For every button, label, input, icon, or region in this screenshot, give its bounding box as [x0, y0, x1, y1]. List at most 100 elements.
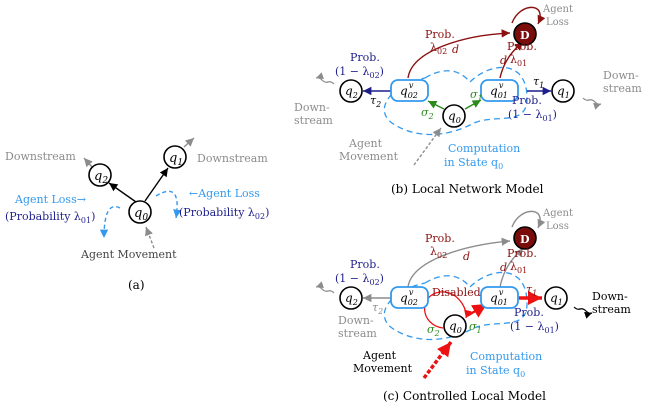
prob-1ml02-b-1: Prob.: [350, 51, 380, 64]
downstream-right-b-1: Down-: [603, 69, 639, 82]
downstream-right-c-1: Down-: [592, 290, 628, 303]
prob-1ml01-c-2: (1 − λ01): [510, 320, 559, 335]
d-right-b: d: [500, 54, 507, 67]
node-q2-c: [339, 286, 363, 310]
tau1-c: τ1: [526, 283, 537, 298]
loss-left-line2: (Probability λ01): [5, 210, 95, 225]
disabled-label: Disabled: [432, 286, 481, 299]
downstream-squiggle-left-c: [315, 281, 335, 294]
panel-c: D q02v q01v q0 q2 q1 Agent Loss Prob. λ0…: [315, 208, 631, 403]
sigma2-c: σ2: [427, 323, 440, 338]
loss-arrow-right: [155, 190, 182, 219]
node-q01v-c: [480, 286, 519, 309]
node-d: [513, 22, 537, 46]
edge-q02-d-c: [407, 237, 511, 288]
node-q0: [128, 200, 152, 224]
node-q0-c: [443, 314, 467, 338]
edge-d-self-loop-c: [511, 210, 546, 229]
loss-arrow-left: [99, 206, 121, 239]
downstream-squiggle-right-c: [573, 306, 593, 319]
agent-loss-b-1: Agent: [542, 4, 573, 15]
prob-1ml02-b-2: (1 − λ02): [335, 65, 384, 80]
prob-l02-c-2: λ02: [430, 245, 447, 260]
edge-q2-downstream: [83, 157, 93, 168]
loss-right-line2: (Probability λ02): [179, 206, 269, 221]
agent-movement-label: Agent Movement: [80, 248, 177, 261]
downstream-left-label: Downstream: [5, 150, 76, 163]
node-q1-label: q1: [169, 151, 183, 168]
node-q01v: [480, 79, 519, 102]
panel-b: D q02v q01v q0 q2 q1 Agent Loss Prob. λ0…: [294, 4, 642, 196]
disabled-loop: [423, 291, 472, 329]
node-q2-b: [339, 79, 363, 103]
agent-movement-c-1: Agent: [362, 349, 397, 362]
caption-c: (c) Controlled Local Model: [383, 389, 546, 403]
prob-l01-c-1: Prob.: [507, 247, 537, 260]
caption-a: (a): [128, 278, 145, 292]
downstream-left-c-1: Down-: [338, 314, 374, 327]
downstream-right-c-2: stream: [592, 303, 631, 316]
prob-1ml02-c-2: (1 − λ02): [335, 272, 384, 287]
panel-a: q0 q1 q2 Downstream Downstream Agent Los…: [5, 137, 269, 292]
caption-b: (b) Local Network Model: [391, 182, 544, 196]
d-right-c: d: [500, 261, 507, 274]
downstream-right-label: Downstream: [197, 152, 268, 165]
computation-b-1: Computation: [448, 142, 520, 155]
sigma1-b: σ1: [470, 88, 483, 103]
computation-c-1: Computation: [470, 350, 542, 363]
sigma2-b: σ2: [421, 106, 434, 121]
tau2-b: τ2: [370, 94, 381, 109]
prob-l01-c-2: λ01: [510, 260, 527, 275]
node-q0-label: q0: [134, 206, 148, 223]
downstream-squiggle-right: [582, 97, 602, 110]
node-q2-label: q2: [94, 169, 108, 186]
prob-l01-b-1: Prob.: [507, 40, 537, 53]
d-left-c: d: [463, 250, 470, 263]
agent-movement-arrow-c: [422, 340, 453, 380]
edge-q0-q02: [427, 100, 445, 110]
loss-left-line1: Agent Loss→: [14, 193, 86, 206]
node-q1-b: [551, 79, 575, 103]
loss-right-line1: ←Agent Loss: [189, 187, 260, 200]
prob-1ml01-b-1: Prob.: [512, 94, 542, 107]
agent-movement-b-1: Agent: [348, 137, 383, 150]
computation-b-2: in State q0: [444, 156, 503, 171]
node-d-c-label: D: [520, 233, 530, 246]
sigma1-c: σ1: [469, 320, 482, 335]
node-q02v: [390, 79, 429, 102]
agent-loss-b-2: Loss: [546, 17, 569, 28]
edge-q0-q01: [464, 99, 482, 110]
downstream-left-b-1: Down-: [294, 101, 330, 114]
prob-l02-b-1: Prob.: [425, 28, 455, 41]
node-q2: [88, 163, 112, 187]
node-q0-b: [442, 104, 466, 128]
node-d-label: D: [520, 29, 530, 42]
node-q1-c: [544, 286, 568, 310]
d-left-b: d: [452, 43, 459, 56]
prob-l01-b-2: λ01: [510, 53, 527, 68]
downstream-squiggle-left: [315, 72, 335, 85]
prob-1ml01-b-2: (1 − λ01): [508, 108, 557, 123]
prob-l02-c-1: Prob.: [425, 232, 455, 245]
node-q1: [163, 145, 187, 169]
edge-q1-downstream: [183, 137, 195, 148]
edge-q0-q2: [108, 182, 137, 203]
edge-q02-d: [407, 29, 511, 79]
agent-movement-arrow: [145, 226, 155, 249]
computation-c-2: in State q0: [466, 364, 525, 379]
downstream-right-b-2: stream: [603, 82, 642, 95]
agent-loss-c-2: Loss: [546, 221, 569, 232]
prob-1ml02-c-1: Prob.: [350, 258, 380, 271]
downstream-left-c-2: stream: [338, 327, 377, 340]
node-d-c: [513, 226, 537, 250]
tau2-c: τ2: [372, 301, 383, 316]
edge-q0-q1: [144, 167, 169, 202]
edge-d-self-loop: [511, 6, 546, 25]
agent-loss-c-1: Agent: [542, 208, 573, 219]
prob-1ml01-c-1: Prob.: [514, 306, 544, 319]
prob-l02-b-2: λ02: [430, 41, 447, 56]
agent-movement-b-2: Movement: [339, 150, 399, 163]
downstream-left-b-2: stream: [294, 114, 333, 127]
agent-movement-c-2: Movement: [353, 362, 413, 375]
